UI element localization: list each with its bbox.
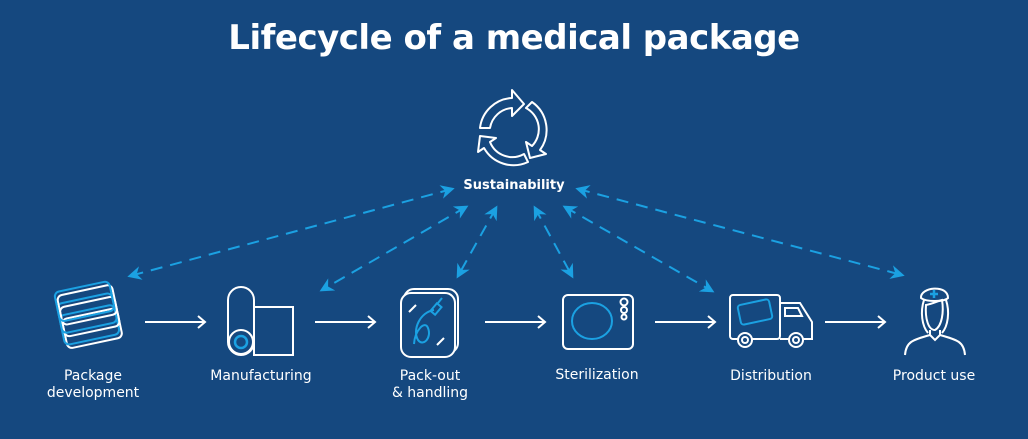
stage-label-pack-out-handling: Pack-out & handling	[391, 368, 469, 401]
stage-label-package-development: Package development	[46, 368, 140, 401]
stage-label-product-use: Product use	[892, 368, 976, 384]
connector-package-development	[127, 185, 455, 280]
connector-product-use	[575, 185, 905, 279]
connector-sterilization	[533, 205, 574, 279]
stacked-trays-icon	[53, 280, 123, 349]
flow-arrow-1	[145, 315, 207, 329]
hub-label: Sustainability	[463, 178, 565, 193]
stage-label-sterilization: Sterilization	[555, 367, 639, 383]
sealed-pack-icon	[400, 288, 459, 358]
sterilizer-icon	[562, 294, 634, 350]
stage-label-manufacturing: Manufacturing	[210, 368, 312, 384]
nurse-icon	[904, 287, 966, 356]
connector-distribution	[562, 205, 715, 293]
flow-arrows	[145, 315, 887, 329]
connector-pack-out	[456, 205, 498, 279]
flow-arrow-4	[655, 315, 717, 329]
flow-arrow-5	[825, 315, 887, 329]
flow-arrow-3	[485, 315, 547, 329]
flow-arrow-2	[315, 315, 377, 329]
hub-connectors	[127, 185, 905, 293]
page-title: Lifecycle of a medical package	[228, 18, 800, 58]
material-roll-icon	[227, 286, 294, 356]
delivery-truck-icon	[729, 294, 813, 348]
recycle-arrows-icon	[477, 89, 548, 167]
stage-label-distribution: Distribution	[730, 368, 812, 384]
connector-manufacturing	[319, 205, 469, 292]
